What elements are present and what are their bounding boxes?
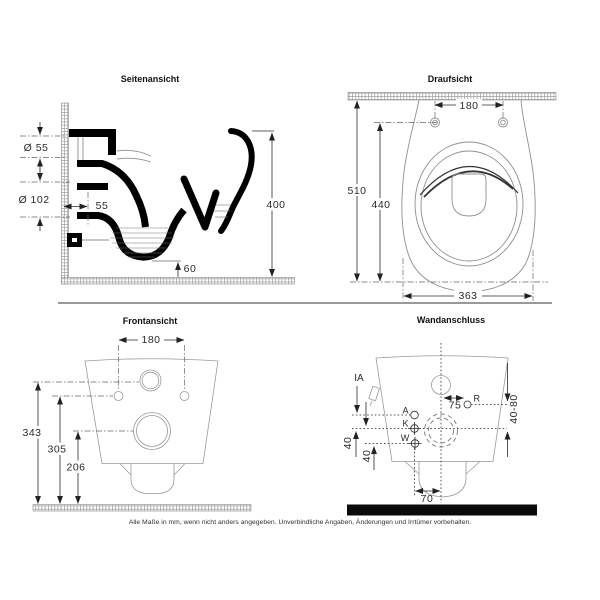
dim-label-height-range: 40-80 [508,394,520,423]
toilet-front-outline [84,358,219,494]
wall-view-title: Wandanschluss [417,315,485,325]
dim-label-bowl-width: 363 [458,290,477,302]
water-lines [110,204,231,258]
toilet-top-outline [401,99,536,292]
top-wall-hatch [347,92,557,101]
dim-label-outlet-offset-wall: 70 [421,493,434,505]
connection-a-circle [410,410,419,420]
wall-dimensions: IA 40 40 75 40-80 70 [342,363,520,505]
label-inspection-opening: IA [354,373,364,384]
dim-label-outlet-diameter: Ø 102 [18,194,49,206]
side-view: Seitenansicht [18,74,295,285]
front-view-title: Frontansicht [123,316,178,326]
connection-points: A K W R [401,394,481,450]
front-floor-hatch [32,504,252,512]
front-dimensions: 180 343 305 206 [18,333,185,504]
dim-label-spacing-k-w: 40 [361,450,373,463]
side-wall-hatch [61,102,69,285]
dim-label-total-height: 400 [266,199,285,211]
wall-connection-view: Wandanschluss A K W R [342,315,537,516]
dim-label-hole-spacing-top: 180 [459,100,478,112]
spray-nozzle-icon [368,385,380,402]
label-connection-a: A [402,406,408,416]
label-connection-w: W [401,433,410,443]
dim-label-r-offset: 75 [449,400,462,412]
side-view-title: Seitenansicht [121,74,180,84]
dim-label-total-depth: 510 [347,185,366,197]
label-connection-k: K [402,419,408,429]
dim-label-inlet-diameter: Ø 55 [24,142,49,154]
top-dimensions: 180 510 440 363 [344,99,548,302]
front-hole-right [179,391,190,401]
side-floor-hatch [61,277,295,285]
bowl-sump-outline [451,173,487,217]
dim-label-hole-depth: 440 [371,199,390,211]
wall-leaders [352,404,507,497]
dim-label-spacing-a-k: 40 [342,437,354,450]
dim-label-inlet-height: 343 [22,427,41,439]
dim-label-bottom-clearance: 60 [184,263,197,275]
front-outlet-circle [133,412,171,450]
wall-inlet-circle [431,375,451,395]
top-view-title: Draufsicht [428,74,473,84]
top-view: Draufsicht 180 510 440 [344,74,557,302]
front-hole-left [113,391,124,401]
front-inlet-circle [139,369,162,392]
side-dimensions: Ø 55 Ø 102 55 60 400 [18,122,290,277]
wall-floor-bar [347,504,537,516]
label-connection-r: R [474,394,481,404]
dim-label-hole-height: 305 [47,444,66,456]
footer-note: Alle Maße in mm, wenn nicht anders angeg… [129,518,471,526]
front-view: Frontansicht 180 343 305 [18,316,252,512]
dim-label-hole-spacing-front: 180 [141,334,160,346]
dim-label-outlet-height: 206 [66,462,85,474]
dim-label-outlet-offset: 55 [96,200,109,212]
